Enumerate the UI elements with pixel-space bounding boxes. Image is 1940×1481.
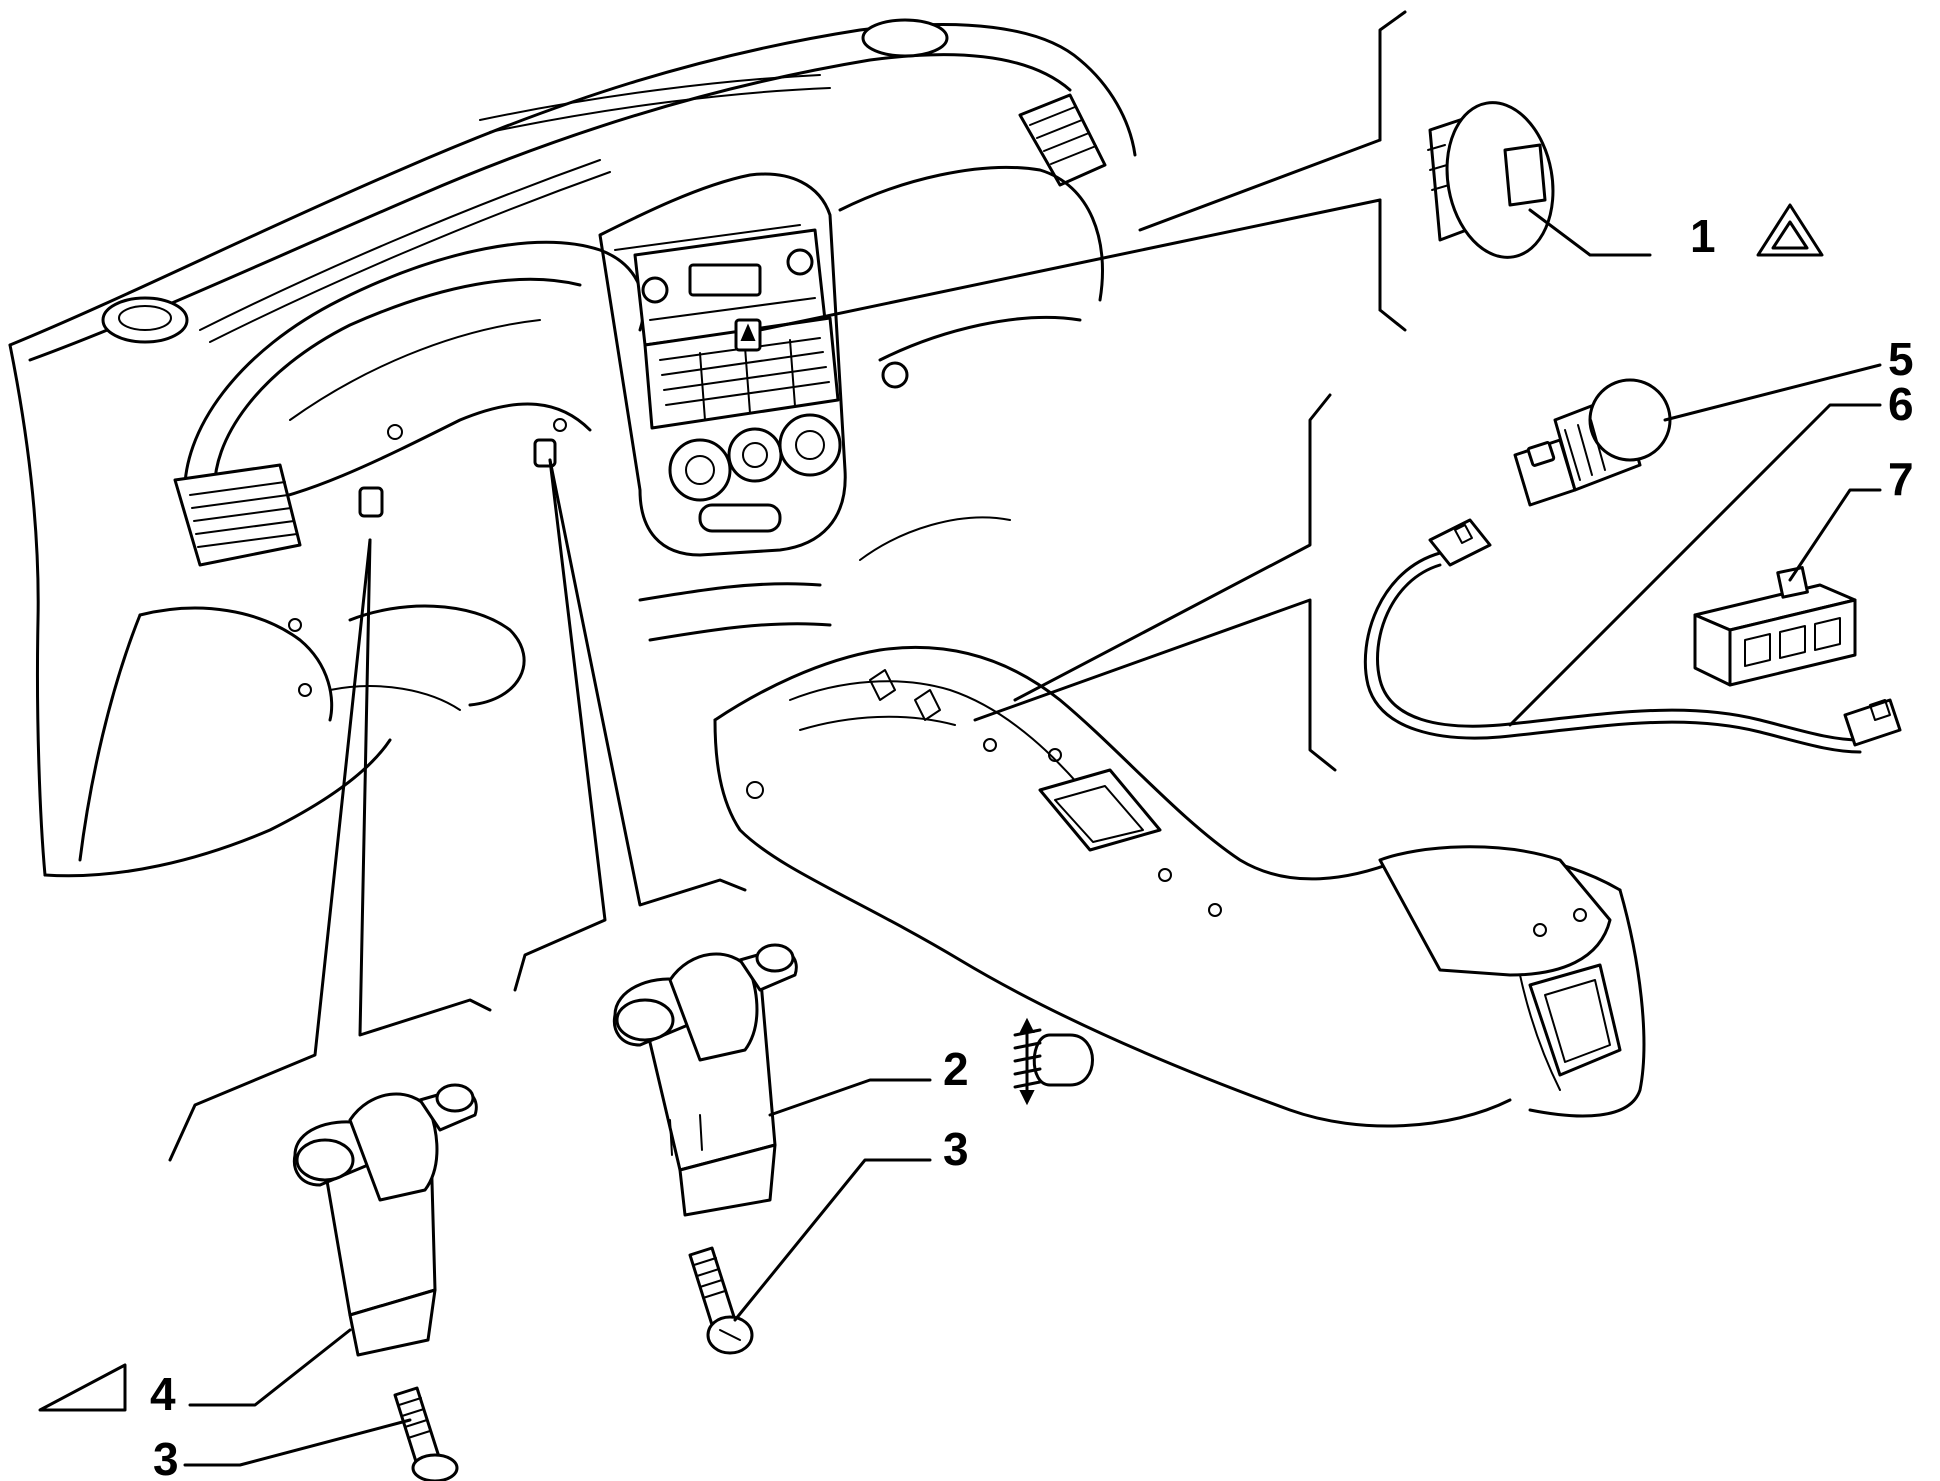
callout-2: 2 <box>943 1043 969 1095</box>
headlamp-leveling-switch-part <box>612 943 798 1217</box>
screw-part-lower <box>393 1386 459 1481</box>
callout-6: 6 <box>1888 378 1914 430</box>
center-console-illustration <box>713 646 1646 1128</box>
bulb-part <box>1513 378 1672 507</box>
leader-lines <box>168 10 1882 1467</box>
rheostat-switch-part <box>292 1083 478 1357</box>
callout-3-lower: 3 <box>153 1433 179 1481</box>
callout-4: 4 <box>150 1368 176 1420</box>
hazard-warning-triangle-icon <box>1756 203 1824 257</box>
wiring-harness-part <box>1363 518 1902 754</box>
screw-part-upper <box>688 1246 754 1355</box>
hazard-switch-part <box>1427 101 1555 259</box>
callout-7: 7 <box>1888 453 1914 505</box>
dimmer-ramp-icon <box>38 1363 127 1412</box>
callout-5: 5 <box>1888 333 1914 385</box>
callout-1: 1 <box>1690 210 1716 262</box>
headlamp-leveling-icon <box>1013 1017 1094 1106</box>
callout-labels: 1 2 3 3 4 5 6 7 <box>150 210 1914 1481</box>
connector-block-part <box>1693 566 1857 687</box>
callout-3-upper: 3 <box>943 1123 969 1175</box>
dashboard-illustration <box>8 18 1137 878</box>
